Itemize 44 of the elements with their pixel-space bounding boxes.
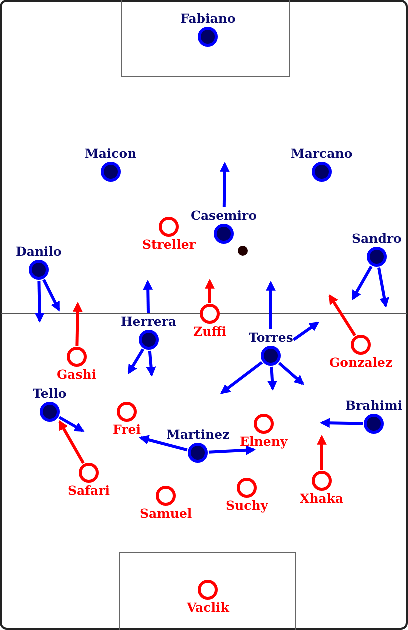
player-name: Zuffi xyxy=(194,324,227,340)
player-name: Vaclik xyxy=(187,600,230,616)
arrow xyxy=(139,435,188,452)
player-name: Sandro xyxy=(352,231,402,247)
arrow xyxy=(317,435,327,470)
player-name: Martinez xyxy=(166,427,230,443)
arrow xyxy=(205,279,215,303)
arrow xyxy=(320,418,364,428)
arrow xyxy=(292,322,320,342)
arrow xyxy=(128,348,145,375)
arrow xyxy=(208,445,256,456)
player-name: Gonzalez xyxy=(330,355,393,371)
arrow xyxy=(220,162,230,208)
arrow xyxy=(72,302,83,346)
player-name: Herrera xyxy=(121,314,177,330)
arrow xyxy=(268,366,278,391)
arrow xyxy=(58,416,85,432)
player-name: Casemiro xyxy=(191,208,257,224)
arrow xyxy=(378,268,390,308)
player-name: Safari xyxy=(68,483,110,499)
player-name: Streller xyxy=(142,237,196,253)
player-name: Danilo xyxy=(16,244,62,260)
player-name: Suchy xyxy=(226,498,268,514)
player-name: Brahimi xyxy=(346,398,403,414)
player-name: Elneny xyxy=(240,434,288,450)
player-name: Frei xyxy=(113,422,141,438)
arrow xyxy=(146,350,156,377)
arrow xyxy=(143,280,154,314)
arrow xyxy=(352,266,373,301)
player-name: Samuel xyxy=(140,506,192,522)
arrow xyxy=(42,279,60,312)
player-name: Xhaka xyxy=(300,491,344,507)
player-name: Gashi xyxy=(57,367,97,383)
player-name: Maicon xyxy=(85,146,137,162)
arrow xyxy=(220,361,264,394)
player-name: Fabiano xyxy=(180,11,236,27)
player-name: Marcano xyxy=(291,146,353,162)
player-name: Torres xyxy=(249,330,294,346)
arrow xyxy=(34,280,45,323)
player-name: Tello xyxy=(33,386,67,402)
arrow xyxy=(328,294,356,336)
arrow xyxy=(58,420,85,464)
arrow xyxy=(278,362,304,386)
arrow xyxy=(266,281,276,329)
